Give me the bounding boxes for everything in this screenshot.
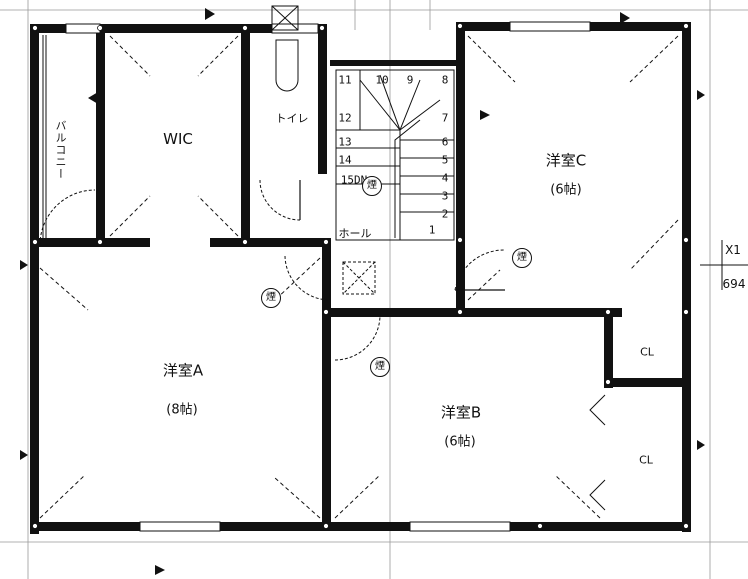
hall-marker [342,261,376,295]
stair-step-2: 2 [441,207,449,221]
smoke-detector-icon: 煙 [370,357,390,377]
stair-step-13: 13 [338,135,352,149]
stair-step-9: 9 [406,73,414,87]
corner-diagonals [39,35,679,519]
stair-step-10: 10 [375,73,389,87]
room-label-hall: ホール [338,227,372,240]
staircase [335,69,455,241]
closet-label-upper: CL [640,345,654,359]
stair-step-7: 7 [441,111,449,125]
room-label-b: 洋室B [440,403,482,422]
door-leaves [40,180,505,316]
smoke-detector-icon: 煙 [512,248,532,268]
stair-step-1: 1 [428,223,436,237]
stair-step-14: 14 [338,153,352,167]
room-size-b: (6帖) [444,434,476,450]
stair-step-11: 11 [338,73,352,87]
dimension-label: X1 [725,243,741,257]
closet-doors [589,320,609,511]
room-label-wic: WIC [163,130,193,148]
balcony-rail [42,35,47,238]
direction-marks [20,8,705,575]
stair-step-6: 6 [441,135,449,149]
stair-landing-label: 15DN [340,173,368,187]
toilet-fixture [271,5,299,92]
closet-label-lower: CL [639,453,653,467]
stair-step-4: 4 [441,171,449,185]
room-label-toilet: トイレ [275,112,309,125]
smoke-detector-icon: 煙 [261,288,281,308]
smoke-detector-icon: 煙 [362,176,382,196]
door-swings [39,179,506,361]
dimension-value: 694 [722,277,746,291]
room-size-c: (6帖) [550,182,582,198]
stair-step-8: 8 [441,73,449,87]
dimension-marker [700,240,748,290]
room-size-a: (8帖) [166,402,198,418]
stair-step-12: 12 [338,111,352,125]
room-label-balcony: バルコニー [54,120,67,180]
stair-step-5: 5 [441,153,449,167]
room-label-a: 洋室A [162,361,204,380]
room-label-c: 洋室C [545,151,587,170]
wall-nodes [32,23,689,529]
stair-step-3: 3 [441,189,449,203]
